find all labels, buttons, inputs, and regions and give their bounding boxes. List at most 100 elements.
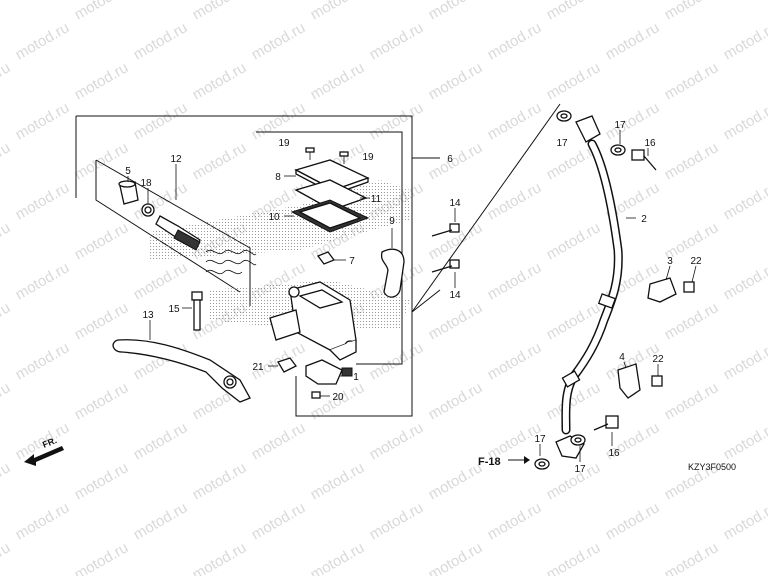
label-part-15: 15 <box>168 304 180 315</box>
watermark-text: motod.ru <box>426 59 486 103</box>
watermark-text: motod.ru <box>13 19 73 63</box>
label-part-18: 18 <box>140 178 152 189</box>
watermark-text: motod.ru <box>662 379 722 423</box>
hose-leaders <box>412 104 560 312</box>
part-switch-screw <box>312 392 320 398</box>
watermark-text: motod.ru <box>249 419 309 463</box>
watermark-text: motod.ru <box>426 299 486 343</box>
label-part-4: 4 <box>619 352 625 363</box>
label-part-16-a: 16 <box>644 138 656 149</box>
reference-label: F-18 <box>478 456 501 468</box>
label-part-6: 6 <box>447 154 453 165</box>
part-hose-clamp-3 <box>648 278 694 302</box>
watermark-text: motod.ru <box>485 499 545 543</box>
watermark-text: motod.ru <box>72 459 132 503</box>
watermark-text: motod.ru <box>0 59 13 103</box>
watermark-text: motod.ru <box>544 59 604 103</box>
watermark-text: motod.ru <box>367 499 427 543</box>
watermark-text: motod.ru <box>662 299 722 343</box>
watermark-text: motod.ru <box>72 59 132 103</box>
watermark-text: motod.ru <box>426 459 486 503</box>
label-part-1: 1 <box>353 372 359 383</box>
part-circlip <box>142 204 154 216</box>
reference-arrow <box>508 456 530 464</box>
label-part-22-b: 22 <box>652 354 664 365</box>
watermark-text: motod.ru <box>72 219 132 263</box>
label-part-14-a: 14 <box>449 198 461 209</box>
label-part-11: 11 <box>371 194 382 205</box>
label-part-9: 9 <box>389 216 395 227</box>
label-part-5: 5 <box>125 166 131 177</box>
label-part-13: 13 <box>142 310 154 321</box>
watermark-text: motod.ru <box>249 99 309 143</box>
label-part-2: 2 <box>641 214 647 225</box>
watermark-text: motod.ru <box>72 0 132 23</box>
label-part-10: 10 <box>268 212 280 223</box>
watermark-text: motod.ru <box>0 539 13 576</box>
watermark-text: motod.ru <box>190 539 250 576</box>
watermark-text: motod.ru <box>72 139 132 183</box>
watermark-text: motod.ru <box>0 219 13 263</box>
watermark-text: motod.ru <box>190 59 250 103</box>
watermark-text: motod.ru <box>131 99 191 143</box>
label-part-3: 3 <box>667 256 673 267</box>
watermark-text: motod.ru <box>0 299 13 343</box>
part-boot <box>119 181 138 204</box>
watermark-text: motod.ru <box>0 0 13 23</box>
part-hose-clamp-4 <box>618 364 662 398</box>
watermark-text: motod.ru <box>367 419 427 463</box>
watermark-text: motod.ru <box>603 499 663 543</box>
watermark-text: motod.ru <box>13 99 73 143</box>
watermark-text: motod.ru <box>131 259 191 303</box>
watermark-text: motod.ru <box>426 539 486 576</box>
watermark-text: motod.ru <box>13 339 73 383</box>
watermark-text: motod.ru <box>190 139 250 183</box>
label-part-12: 12 <box>170 154 182 165</box>
label-part-22-a: 22 <box>690 256 702 267</box>
watermark-text: motod.ru <box>131 499 191 543</box>
watermark-text: motod.ru <box>190 0 250 23</box>
watermark-text: motod.ru <box>308 539 368 576</box>
watermark-text: motod.ru <box>131 19 191 63</box>
watermark-text: motod.ru <box>485 19 545 63</box>
watermark-text: motod.ru <box>662 0 722 23</box>
watermark-text: motod.ru <box>367 99 427 143</box>
part-pivot-bolt <box>192 292 202 330</box>
diagram-code: KZY3F0500 <box>688 462 736 472</box>
watermark-text: motod.ru <box>485 179 545 223</box>
watermark-text: motod.ru <box>131 419 191 463</box>
label-part-19-a: 19 <box>278 138 290 149</box>
watermark-text: motod.ru <box>367 339 427 383</box>
watermark-text: motod.ru <box>190 459 250 503</box>
watermark-text: motod.ru <box>0 139 13 183</box>
watermark-text: motod.ru <box>485 259 545 303</box>
label-part-17-b: 17 <box>614 120 626 131</box>
watermark-text: motod.ru <box>721 259 768 303</box>
label-part-21: 21 <box>252 362 264 373</box>
label-part-14-b: 14 <box>449 290 461 301</box>
watermark-text: motod.ru <box>249 19 309 63</box>
label-part-17-a: 17 <box>556 138 568 149</box>
watermark-text: motod.ru <box>426 139 486 183</box>
watermark-text: motod.ru <box>72 299 132 343</box>
watermark-text: motod.ru <box>13 179 73 223</box>
watermark-text: motod.ru <box>249 499 309 543</box>
watermark-text: motod.ru <box>662 59 722 103</box>
watermark-text: motod.ru <box>367 19 427 63</box>
watermark-text: motod.ru <box>721 19 768 63</box>
watermark-text: motod.ru <box>544 0 604 23</box>
label-part-20: 20 <box>332 392 344 403</box>
watermark-text: motod.ru <box>485 339 545 383</box>
watermark-text: motod.ru <box>603 99 663 143</box>
watermark-text: motod.ru <box>308 459 368 503</box>
label-part-8: 8 <box>275 172 281 183</box>
watermark-text: motod.ru <box>662 539 722 576</box>
watermark-text: motod.ru <box>0 459 13 503</box>
part-switch <box>306 360 352 384</box>
watermark-text: motod.ru <box>721 179 768 223</box>
label-part-17-d: 17 <box>574 464 586 475</box>
watermark-text: motod.ru <box>308 0 368 23</box>
watermark-text: motod.ru <box>662 139 722 183</box>
